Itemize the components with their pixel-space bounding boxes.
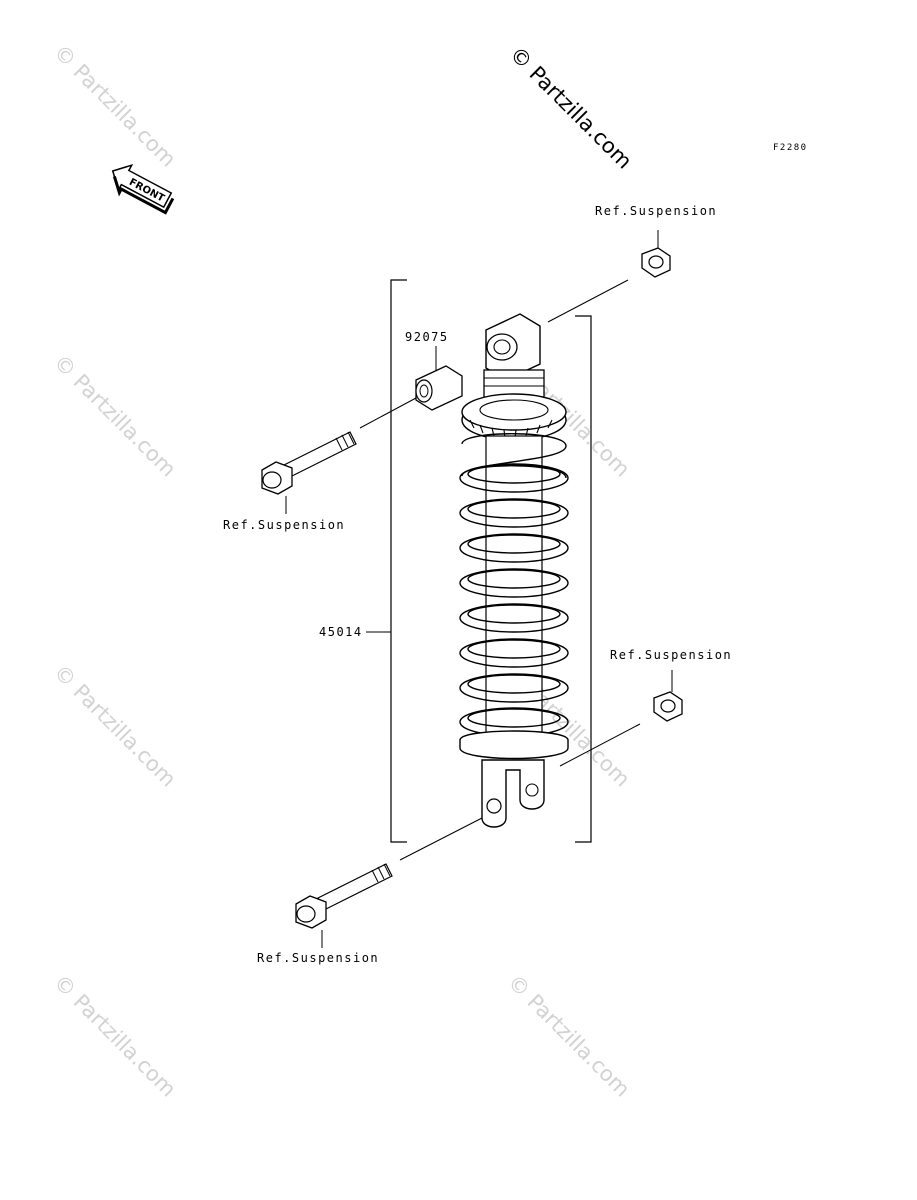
part-number-shock-absorber: 45014: [319, 625, 363, 639]
shock-absorber: [459, 313, 569, 828]
diagram-code: F2280: [773, 143, 808, 153]
part-number-collar: 92075: [405, 330, 449, 344]
lower-bolt: [295, 863, 393, 948]
ref-label-lower-nut: Ref.Suspension: [610, 648, 733, 662]
top-nut: [641, 230, 671, 278]
lower-nut: [653, 670, 683, 722]
front-arrow-icon: FRONT: [111, 163, 175, 215]
ref-label-lower-bolt: Ref.Suspension: [257, 951, 380, 965]
ref-label-upper-bolt: Ref.Suspension: [223, 518, 346, 532]
ref-label-top-nut: Ref.Suspension: [595, 204, 718, 218]
upper-bolt: [261, 431, 357, 514]
collar: [415, 365, 463, 411]
